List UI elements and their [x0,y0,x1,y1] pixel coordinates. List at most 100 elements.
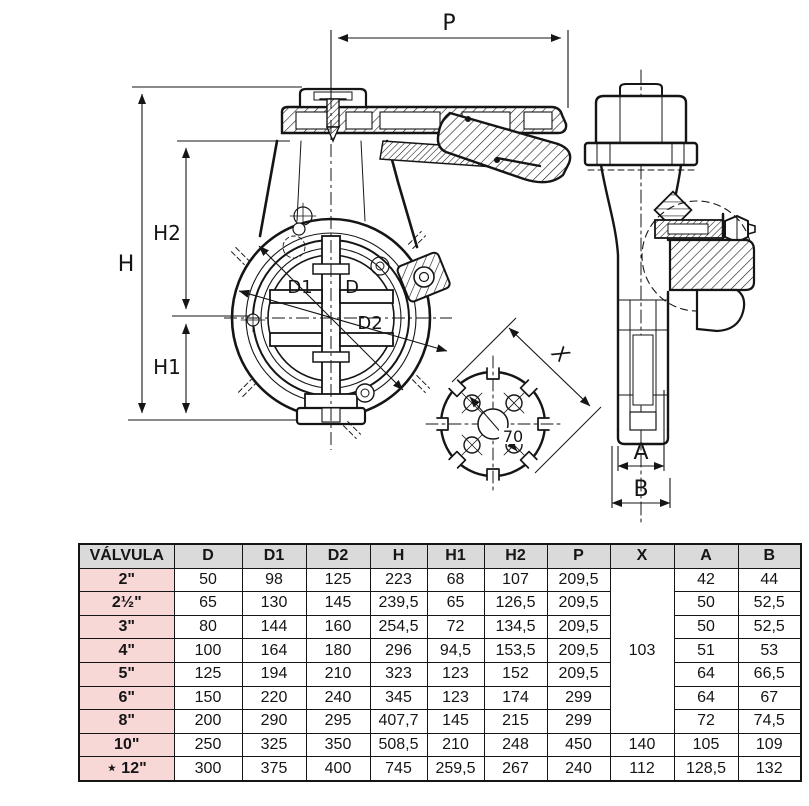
value-cell: 66,5 [737,661,802,687]
value-cell: 105 [673,732,739,758]
column-header: D [173,543,243,569]
value-cell: 74,5 [737,709,802,734]
value-cell: 107 [483,567,548,593]
value-cell: 295 [305,709,371,734]
dimension-h2 [172,140,290,317]
column-header: H1 [426,543,485,569]
valve-size-cell: 10" [78,732,175,758]
value-cell: 300 [173,756,243,782]
value-cell: 140 [609,732,675,758]
value-cell: 296 [369,638,428,663]
column-header: P [546,543,611,569]
column-header: H2 [483,543,548,569]
value-cell: 745 [369,756,428,782]
front-view [230,139,451,439]
value-cell: 123 [426,661,485,687]
label-d2: D2 [357,313,382,334]
valve-size-cell: 8" [78,709,175,734]
value-cell: 220 [241,685,307,711]
value-cell: 267 [483,756,548,782]
value-cell: 299 [546,685,611,711]
value-cell: 100 [173,638,243,663]
value-cell: 109 [737,732,802,758]
value-cell: 112 [609,756,675,782]
value-cell: 65 [173,591,243,616]
value-cell: 125 [173,661,243,687]
value-cell: 65 [426,591,485,616]
valve-size-cell: 3" [78,614,175,640]
value-cell: 134,5 [483,614,548,640]
label-bolt-circle: 70 [503,427,523,446]
technical-drawing: P H H2 H1 D1 D D2 [118,11,756,524]
value-cell: 254,5 [369,614,428,640]
value-cell: 145 [305,591,371,616]
value-cell: 126,5 [483,591,548,616]
value-cell: 250 [173,732,243,758]
value-cell: 210 [426,732,485,758]
value-cell: 194 [241,661,307,687]
valve-size-cell: ⋆ 12" [78,756,175,782]
value-cell: 259,5 [426,756,485,782]
value-cell: 240 [305,685,371,711]
value-cell: 72 [426,614,485,640]
value-cell: 164 [241,638,307,663]
diameter-arrows [238,245,448,391]
valve-size-cell: 5" [78,661,175,687]
label-a: A [633,440,648,465]
value-cell: 50 [173,567,243,593]
value-cell: 323 [369,661,428,687]
value-cell: 72 [673,709,739,734]
value-cell: 130 [241,591,307,616]
dimension-b [611,446,671,508]
value-cell: 153,5 [483,638,548,663]
value-cell: 299 [546,709,611,734]
value-cell: 239,5 [369,591,428,616]
value-cell: 103 [609,567,675,734]
column-header: VÁLVULA [78,543,175,569]
valve-size-cell: 6" [78,685,175,711]
label-h2: H2 [153,221,181,245]
column-header: B [737,543,802,569]
value-cell: 209,5 [546,614,611,640]
value-cell: 209,5 [546,661,611,687]
dimension-p [330,30,569,108]
value-cell: 240 [546,756,611,782]
value-cell: 98 [241,567,307,593]
value-cell: 123 [426,685,485,711]
label-p: P [442,11,455,36]
value-cell: 53 [737,638,802,663]
value-cell: 125 [305,567,371,593]
dimension-h [128,86,302,421]
value-cell: 174 [483,685,548,711]
label-h: H [118,252,135,277]
value-cell: 200 [173,709,243,734]
value-cell: 67 [737,685,802,711]
value-cell: 209,5 [546,567,611,593]
handle-assembly [280,87,572,184]
label-d1: D1 [287,277,312,298]
value-cell: 180 [305,638,371,663]
value-cell: 375 [241,756,307,782]
value-cell: 210 [305,661,371,687]
value-cell: 400 [305,756,371,782]
value-cell: 50 [673,591,739,616]
label-d: D [345,277,359,298]
value-cell: 350 [305,732,371,758]
value-cell: 52,5 [737,614,802,640]
bolt-circle-detail [425,355,563,495]
value-cell: 94,5 [426,638,485,663]
value-cell: 248 [483,732,548,758]
value-cell: 325 [241,732,307,758]
value-cell: 51 [673,638,739,663]
column-header: X [609,543,675,569]
value-cell: 132 [737,756,802,782]
